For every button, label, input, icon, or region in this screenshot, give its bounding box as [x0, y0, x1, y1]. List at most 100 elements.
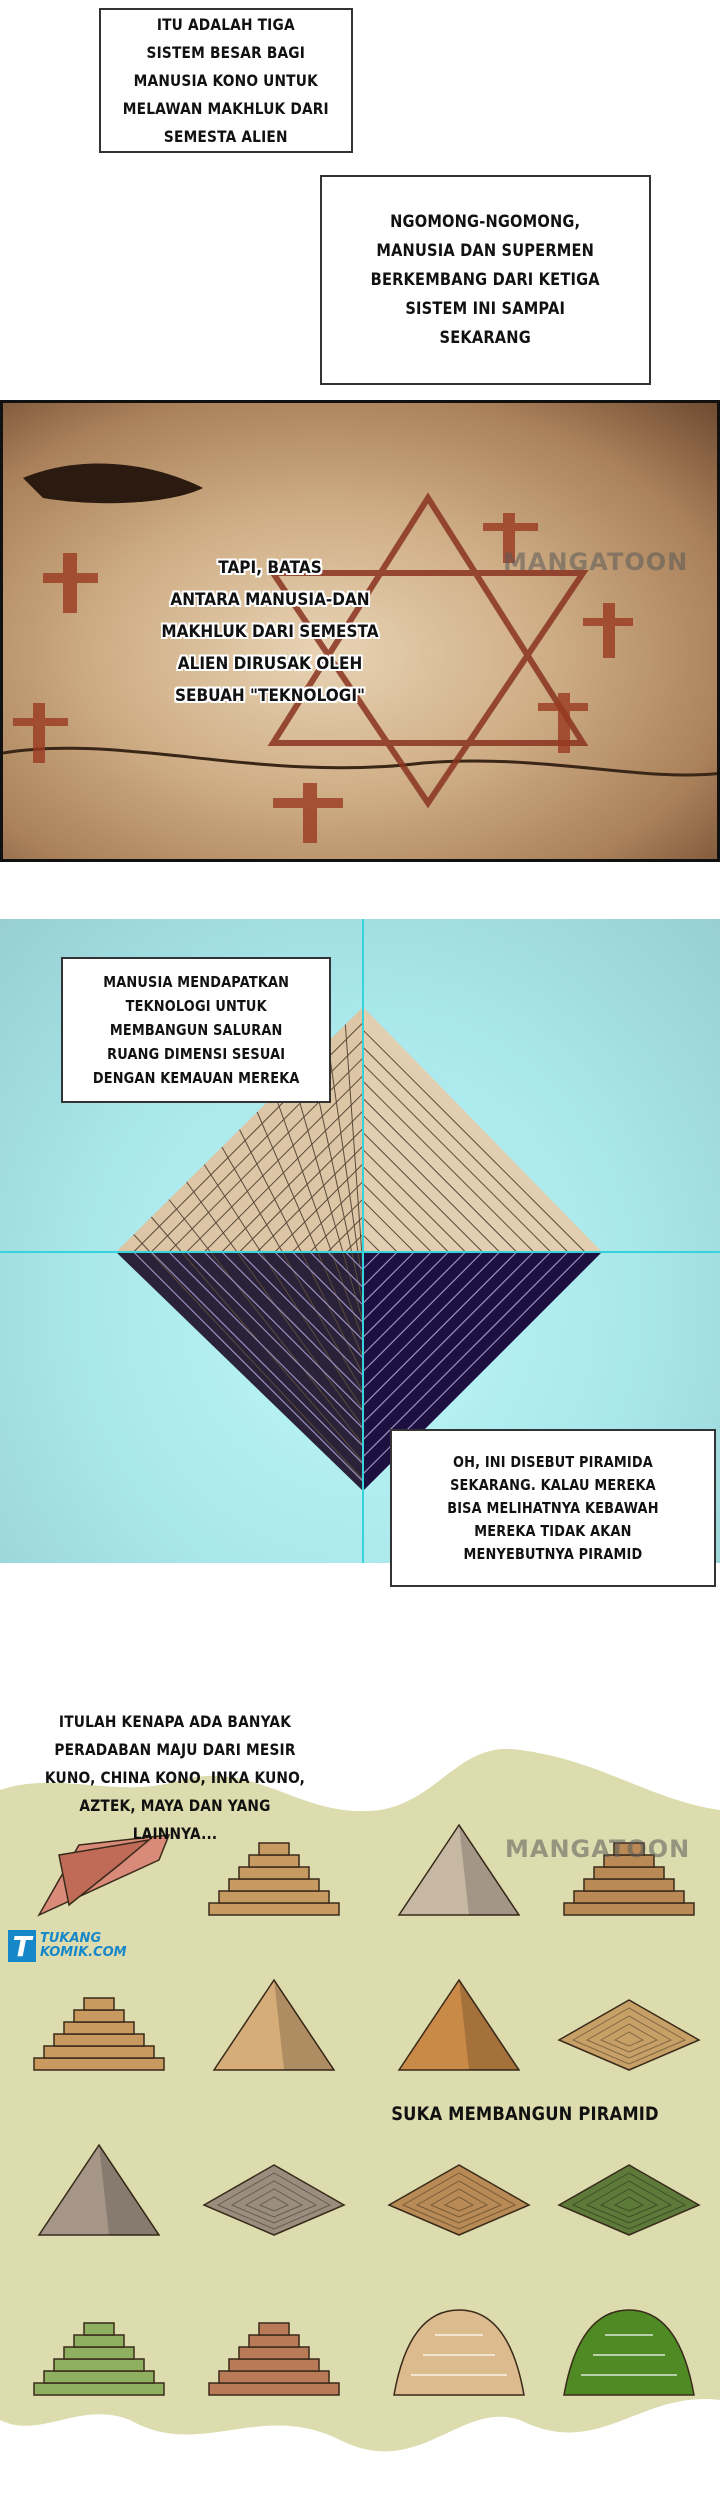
pyramid-face [387, 2164, 531, 2236]
pyramid-face [37, 2143, 161, 2236]
stripe-line [362, 1166, 449, 1253]
stripe-line [362, 1251, 466, 1355]
pyramid-step [573, 1890, 685, 1904]
pyramid-shade [274, 1980, 334, 2070]
green-step-pyramid-icon [33, 2322, 165, 2396]
green-mound-pyramid-icon [557, 2164, 701, 2236]
stripe-line [362, 1046, 569, 1253]
cave-crack [23, 463, 203, 504]
pyramid-step-line [401, 2172, 517, 2230]
stripe-line [362, 1251, 415, 1304]
pyramid-step [63, 2346, 135, 2360]
cave-crack [3, 746, 717, 777]
logo-line-2: KOMIK.COM [40, 1945, 127, 1960]
flat-step-pyramid-icon [557, 1999, 701, 2071]
mayan-pyramid-icon [208, 2322, 340, 2396]
pyramid-face [212, 1978, 336, 2071]
pyramid-step [218, 1890, 330, 1904]
pyramid-step-line [230, 2180, 318, 2224]
stripe-line [256, 1251, 364, 1359]
stripe-line [292, 1251, 364, 1323]
pyramid-dome [393, 2309, 525, 2396]
pyramid-step-line [599, 2023, 659, 2053]
stripe-line [309, 1251, 364, 1306]
stripe-line [362, 1149, 466, 1253]
pyramid-step-line [613, 2196, 645, 2212]
stripe-line [256, 1145, 364, 1253]
stripe-line [362, 1251, 398, 1287]
temple-ramp [58, 1838, 152, 1907]
pyramid-step [583, 1878, 675, 1892]
stripe-line [133, 1234, 364, 1480]
caption-box-3: MANUSIA MENDAPATKAN TEKNOLOGI UNTUK MEMB… [61, 957, 331, 1103]
stripe-line [239, 1251, 364, 1376]
pyramid-grid [33, 1823, 701, 2396]
pyramid-step-line [244, 2188, 304, 2218]
stripe-line [168, 1199, 364, 1445]
stripe-line [150, 1251, 364, 1465]
caption-box-4: OH, INI DISEBUT PIRAMIDA SEKARANG. KALAU… [390, 1429, 716, 1587]
stripe-line [203, 1092, 364, 1253]
pyramid-step-line [443, 2196, 475, 2212]
logo-letter: T [8, 1930, 36, 1963]
stripe-line [362, 1251, 449, 1338]
pyramid-step-line [429, 2188, 489, 2218]
stripe-line [186, 1251, 364, 1429]
pyramid-step [83, 1997, 115, 2011]
pyramids-panel: MANGATOON [0, 1700, 720, 2500]
caption-box-2: NGOMONG-NGOMONG, MANUSIA DAN SUPERMEN BE… [320, 175, 651, 385]
pyramid-step [593, 1866, 665, 1880]
pyramid-with-gate-icon [212, 1978, 336, 2071]
stripe-line [362, 1251, 518, 1407]
stripe-line [133, 1251, 364, 1482]
pyramid-step [563, 1902, 695, 1916]
pyramid-step [43, 2370, 155, 2384]
ziggurat-icon [563, 1842, 695, 1916]
stripe-line [362, 1098, 517, 1253]
stripe-line [362, 1183, 432, 1253]
stripe-line [362, 1115, 500, 1253]
stripe-line [327, 1251, 364, 1288]
stripe-line [362, 1063, 552, 1253]
stripe-line [362, 1251, 432, 1321]
pyramid-face [397, 1978, 521, 2071]
stripe-line [362, 1251, 552, 1441]
pyramid-step [208, 2382, 340, 2396]
stripe-line [186, 1075, 364, 1253]
stripe-line [362, 1234, 381, 1253]
mangatoon-watermark: MANGATOON [505, 1835, 691, 1863]
ziggurat-stair-icon [33, 1997, 165, 2071]
stripe-line [362, 1080, 535, 1253]
pyramid-face [557, 1999, 701, 2071]
stripe-line [345, 1234, 364, 1253]
pyramid-step-line [571, 2007, 687, 2065]
grey-pyramid-icon [37, 2143, 161, 2236]
stripe-line [274, 1094, 364, 1340]
pyramid-step [258, 2322, 290, 2336]
stripe-line [362, 1251, 483, 1372]
pyramid-shade [459, 1825, 519, 1915]
pyramid-step [208, 1902, 340, 1916]
pyramid-step [218, 2370, 330, 2384]
caption-text: ITU ADALAH TIGA SISTEM BESAR BAGI MANUSI… [122, 14, 330, 146]
stripe-line [362, 1251, 381, 1270]
pyramid-step [33, 2057, 165, 2071]
stripe-line [203, 1251, 364, 1412]
pyramid-step-line [571, 2172, 687, 2230]
tukangkomik-logo: T TUKANG KOMIK.COM [8, 1930, 127, 1963]
pyramid-step [63, 2021, 135, 2035]
stripe-line [362, 1251, 535, 1424]
giza-pyramid-icon [397, 1823, 521, 1916]
pyramid-shade [459, 1980, 519, 2070]
pyramid-step [613, 1842, 645, 1856]
parchment-background [0, 1748, 720, 2452]
pyramid-face [202, 2164, 346, 2236]
cave-figures [13, 513, 633, 843]
logo-line-1: TUKANG [40, 1931, 102, 1946]
pyramid-step [228, 2358, 320, 2372]
stripe-line [362, 1251, 569, 1458]
stripe-line [344, 1251, 364, 1271]
cave-painting-panel: MANGATOON [0, 400, 720, 862]
pyramid-step [73, 2009, 125, 2023]
bottom-tag-caption: SUKA MEMBANGUN PIRAMID [391, 2103, 659, 2125]
